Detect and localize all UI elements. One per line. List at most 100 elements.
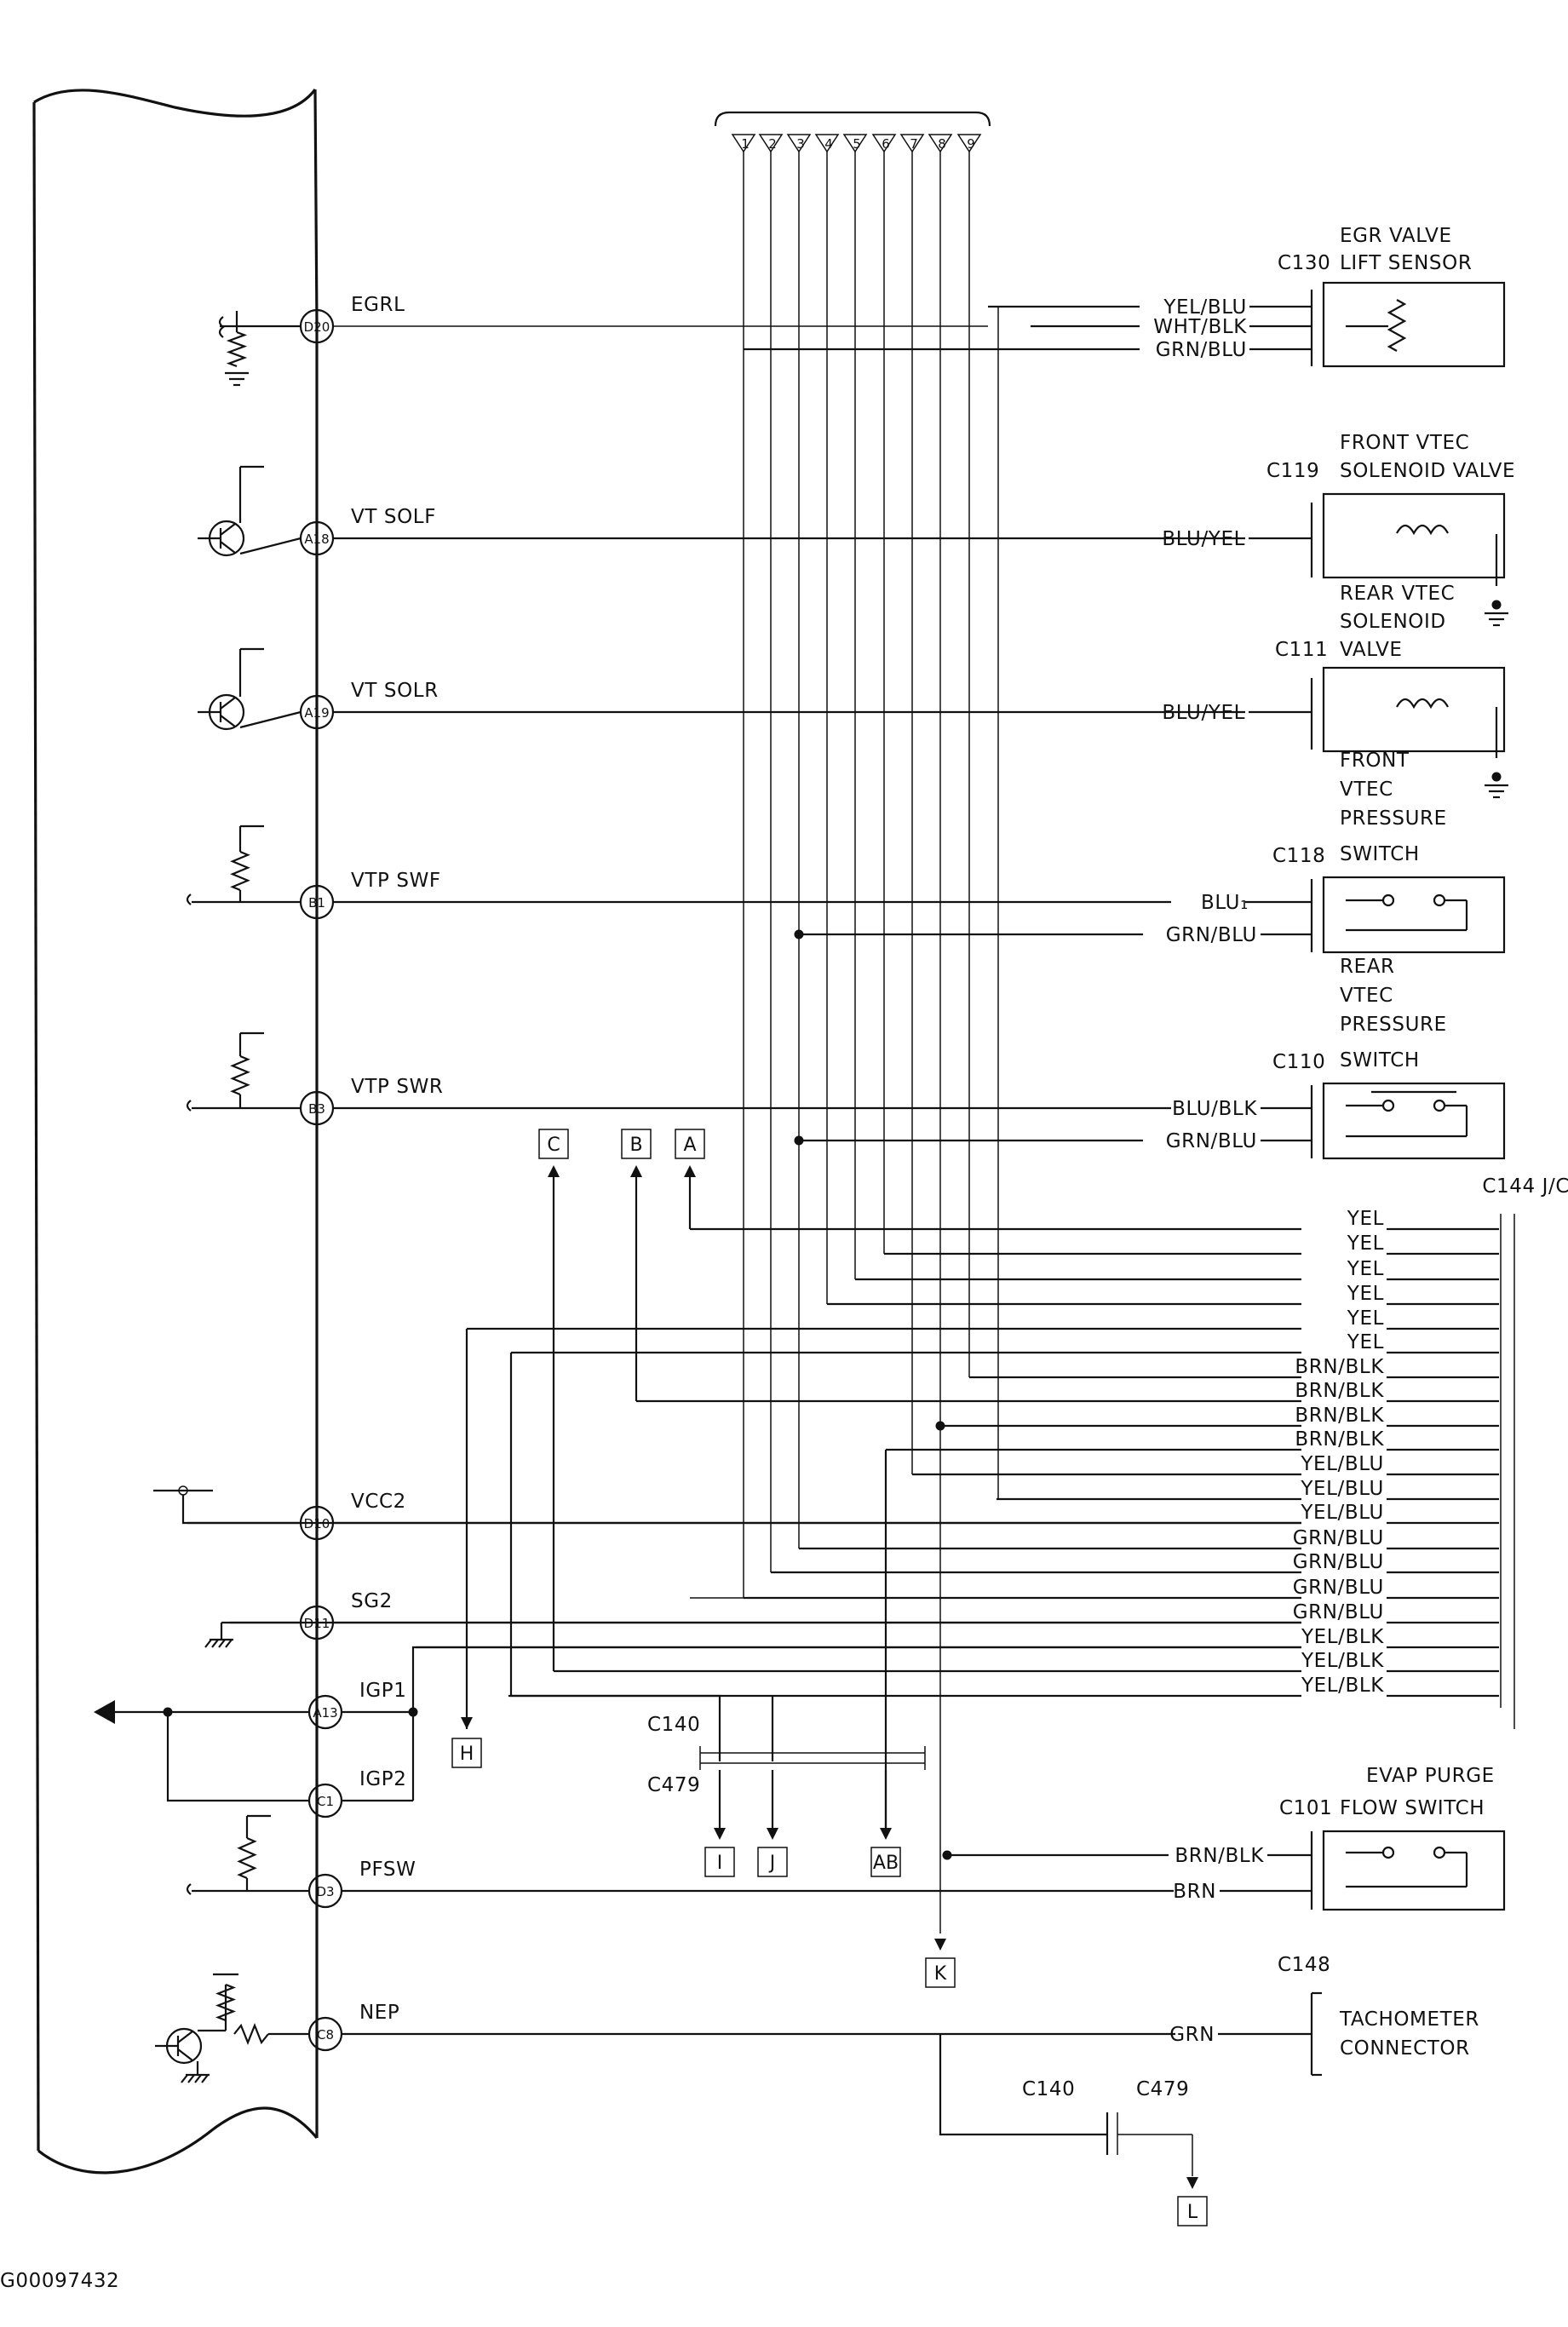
- connector-label: C118: [1272, 845, 1325, 867]
- bus-pin: [786, 134, 812, 153]
- chassis-ground-icon: [201, 2074, 209, 2083]
- egrl-break: [218, 316, 225, 338]
- component-label: CONNECTOR: [1340, 2037, 1470, 2060]
- ref-l: L: [1187, 2202, 1198, 2223]
- junction-wire-label: GRN/BLU: [1293, 1601, 1384, 1623]
- component-label: VTEC: [1340, 779, 1393, 801]
- junction-wire-label: YEL/BLK: [1301, 1626, 1384, 1648]
- bus-pin: [814, 134, 840, 153]
- junction-wire-label: YEL/BLK: [1301, 1650, 1384, 1672]
- egr-wire-label: GRN/BLU: [1156, 339, 1247, 361]
- ref-c: C: [547, 1135, 560, 1156]
- component-label: TACHOMETER: [1339, 2008, 1479, 2031]
- junction-wire-label: YEL/BLK: [1301, 1675, 1384, 1697]
- ref-j-box: [757, 1847, 788, 1877]
- component-label: SWITCH: [1340, 843, 1420, 865]
- splice-dot: [935, 1421, 945, 1431]
- connector-label: C101: [1279, 1797, 1332, 1819]
- splice-dot: [794, 1135, 804, 1146]
- signal-label: VT SOLR: [351, 680, 439, 702]
- bus-pin-label: 4: [824, 136, 833, 152]
- transistor-icon: [177, 2031, 193, 2043]
- ref-h-box: [451, 1738, 482, 1768]
- wire-label: GRN/BLU: [1166, 924, 1257, 946]
- arrow-down-icon: [767, 1828, 778, 1840]
- switch-contact: [1433, 1099, 1446, 1112]
- arrow-down-icon: [880, 1828, 892, 1840]
- junction-wire-label: YEL: [1347, 1331, 1384, 1353]
- connector-label: C140: [647, 1714, 700, 1736]
- egr-sensor-box: [1322, 281, 1506, 368]
- arrow-up-icon: [684, 1165, 696, 1177]
- ref-c-box: [538, 1129, 569, 1159]
- ref-k-box: [925, 1957, 956, 1988]
- junction-wire-label: YEL: [1347, 1208, 1384, 1230]
- transistor-lead: [239, 710, 302, 729]
- junction-wire-label: YEL/BLU: [1300, 1478, 1384, 1500]
- ref-b-box: [621, 1129, 652, 1159]
- junction-wire-label: YEL: [1347, 1232, 1384, 1255]
- ref-ab-box: [870, 1847, 901, 1877]
- switch-contact: [1381, 893, 1395, 907]
- component-label: LIFT SENSOR: [1340, 252, 1472, 274]
- signal-label: PFSW: [359, 1859, 416, 1881]
- resistor-icon: [233, 2023, 269, 2045]
- ref-l-box: [1177, 2196, 1208, 2226]
- pin-id: A18: [304, 531, 329, 547]
- signal-label: SG2: [351, 1590, 393, 1612]
- component-label: EVAP PURGE: [1366, 1765, 1495, 1787]
- pin-id: C1: [317, 1794, 334, 1809]
- signal-label: VT SOLF: [351, 506, 436, 528]
- i-wire: [509, 1353, 721, 1761]
- junction-wire-label: YEL/BLU: [1300, 1453, 1384, 1475]
- wire-label: BLU/YEL: [1162, 702, 1245, 724]
- component-label: REAR: [1340, 956, 1395, 978]
- bus-wire-1: [690, 152, 744, 1599]
- pin-id: A13: [313, 1705, 337, 1721]
- ground-dot: [1491, 772, 1502, 782]
- bus-pin: [956, 134, 982, 153]
- bus-pin-label: 2: [768, 136, 777, 152]
- ecm-outline-bottom: [37, 2106, 319, 2175]
- arrow-down-icon: [461, 1717, 473, 1729]
- arrow-down-icon: [1186, 2177, 1198, 2189]
- ref-a: A: [683, 1135, 696, 1156]
- wire-label: BLU/YEL: [1162, 528, 1245, 550]
- coil-icon: [1396, 698, 1449, 710]
- junction-wire-label: BRN/BLK: [1295, 1405, 1384, 1427]
- resistor-icon: [215, 1983, 237, 2022]
- resistor-icon: [230, 1054, 250, 1096]
- ground-dot: [1491, 600, 1502, 610]
- wire-label: BLU₁: [1201, 892, 1249, 914]
- connector-label: C479: [1136, 2078, 1189, 2100]
- wire-label: BRN: [1173, 1881, 1216, 1903]
- switch-box: [1322, 876, 1506, 954]
- bus-pin-label: 6: [882, 136, 890, 152]
- bus-pin: [899, 134, 925, 153]
- signal-label: NEP: [359, 2002, 399, 2024]
- splice-dot: [794, 929, 804, 939]
- ref-b: B: [629, 1135, 642, 1156]
- nep-branch: [939, 2034, 1107, 2136]
- component-label: VALVE: [1340, 639, 1403, 661]
- junction-wire-label: YEL/BLU: [1300, 1502, 1384, 1524]
- pin-id: D20: [304, 319, 330, 335]
- vcc2-lead: [181, 1495, 301, 1525]
- pin-id: D3: [316, 1884, 334, 1899]
- bus-pin: [871, 134, 897, 153]
- junction-wire-label: BRN/BLK: [1295, 1380, 1384, 1402]
- ref-a-box: [675, 1129, 705, 1159]
- ecm-edge: [313, 89, 319, 325]
- signal-label: IGP2: [359, 1768, 407, 1790]
- bus-pin-label: 7: [910, 136, 918, 152]
- bus-pin: [731, 134, 756, 153]
- component-label: PRESSURE: [1340, 807, 1447, 830]
- junction-wire-label: YEL: [1347, 1258, 1384, 1280]
- arrow-up-icon: [630, 1165, 642, 1177]
- chassis-ground-icon: [204, 1639, 212, 1648]
- connector-label: C148: [1278, 1954, 1330, 1976]
- ref-i: I: [717, 1853, 723, 1874]
- switch-box: [1322, 1082, 1506, 1160]
- bus-pin-label: 8: [938, 136, 946, 152]
